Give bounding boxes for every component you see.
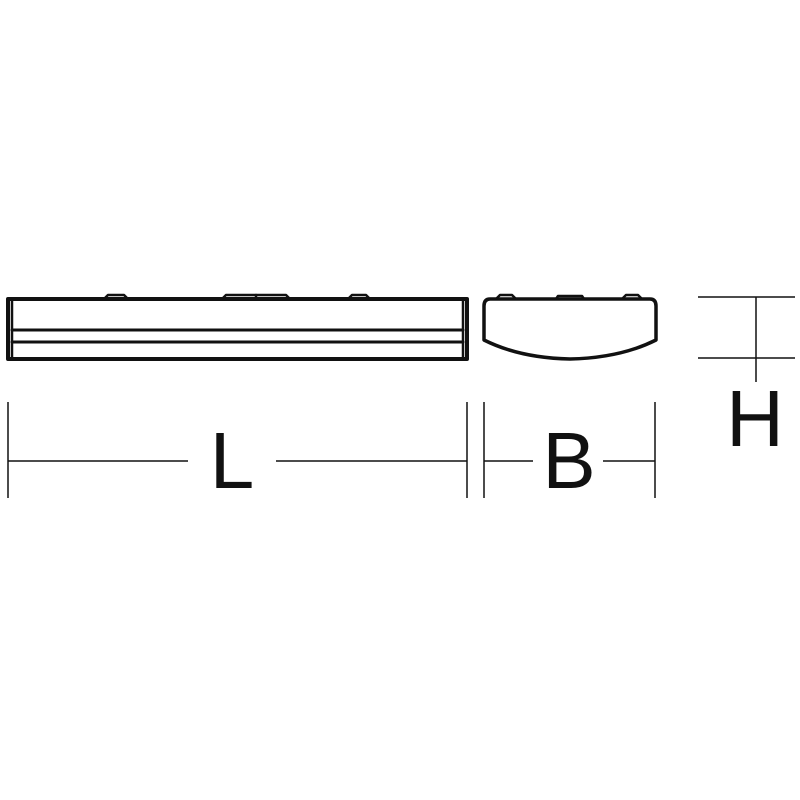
end-body: [482, 297, 658, 361]
end-clip: [620, 293, 644, 301]
width-label: B: [542, 416, 595, 505]
height-dimension: [698, 296, 795, 382]
length-dimension: [7, 402, 468, 498]
height-label: H: [726, 374, 784, 463]
width-dimension: [483, 402, 656, 498]
length-label: L: [210, 416, 255, 505]
end-view: [482, 293, 658, 361]
end-clip: [494, 293, 518, 301]
side-view: [6, 293, 469, 361]
side-body: [6, 297, 469, 361]
